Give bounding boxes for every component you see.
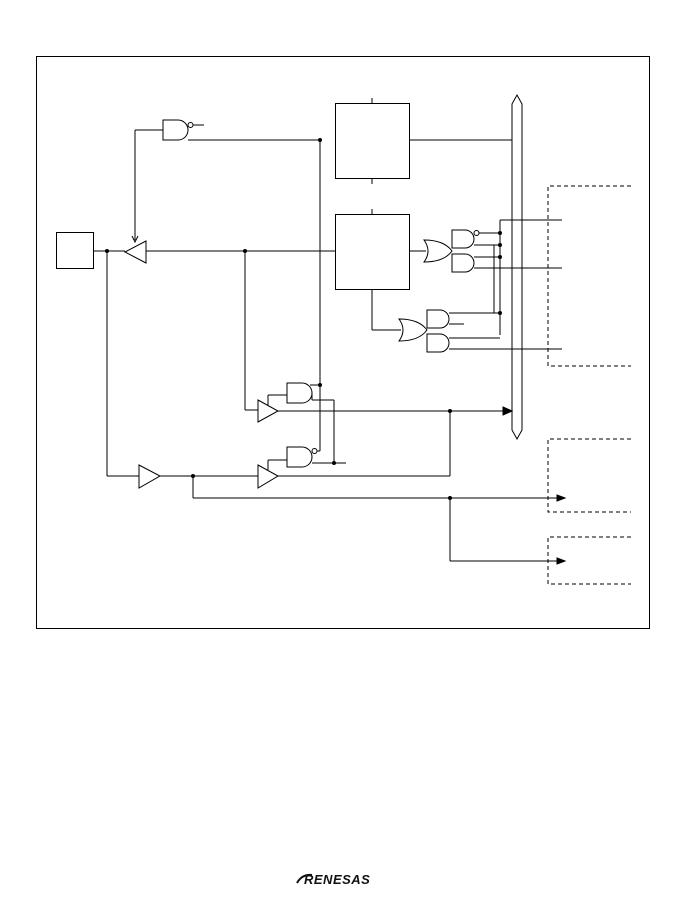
junction-dot	[498, 243, 502, 247]
nand-gate-lower-bubble	[311, 448, 318, 454]
junction-dot	[498, 231, 502, 235]
tristate-buffer-mid	[257, 399, 280, 423]
dashed-block-middle	[547, 438, 631, 513]
renesas-logo	[296, 873, 313, 884]
nand-gate-top-bubble	[187, 122, 194, 128]
junction-dot	[498, 311, 502, 315]
and-gate-lower-b	[426, 333, 450, 353]
junction-dot	[105, 249, 109, 253]
renesas-logo-text: RENESAS	[304, 872, 371, 887]
nand-gate-lower	[286, 446, 313, 468]
nand-gate-upper-a-bubble	[473, 230, 480, 236]
and-gate-mid	[286, 382, 313, 404]
junction-dot	[448, 496, 452, 500]
nand-gate-lower-a	[426, 309, 450, 329]
junction-dot	[243, 249, 247, 253]
register-box-lower	[335, 214, 410, 290]
arrow-to-bus	[502, 406, 514, 416]
internal-data-bus	[511, 93, 523, 441]
pin-box	[56, 232, 94, 269]
arrow-to-block-lower	[556, 557, 567, 565]
nand-gate-upper-a	[451, 229, 475, 249]
junction-dot	[191, 474, 195, 478]
junction-dot	[318, 138, 322, 142]
junction-dot	[332, 461, 336, 465]
tristate-buffer-lower	[257, 464, 280, 489]
input-buffer	[123, 240, 147, 264]
register-box-upper	[335, 103, 410, 179]
junction-dot	[498, 255, 502, 259]
junction-dot	[448, 409, 452, 413]
renesas-logo-swoosh	[296, 873, 313, 884]
dashed-block-upper	[547, 185, 631, 367]
junction-dot	[318, 383, 322, 387]
nand-gate-top	[162, 119, 189, 141]
or-gate-lower	[398, 318, 428, 342]
arrow-to-block-middle	[556, 494, 567, 502]
diagram-frame	[36, 56, 650, 629]
and-gate-upper-b	[451, 253, 475, 273]
output-buffer-left	[138, 464, 162, 489]
arrow-to-input-buffer	[131, 235, 139, 244]
or-gate-upper	[423, 239, 453, 263]
